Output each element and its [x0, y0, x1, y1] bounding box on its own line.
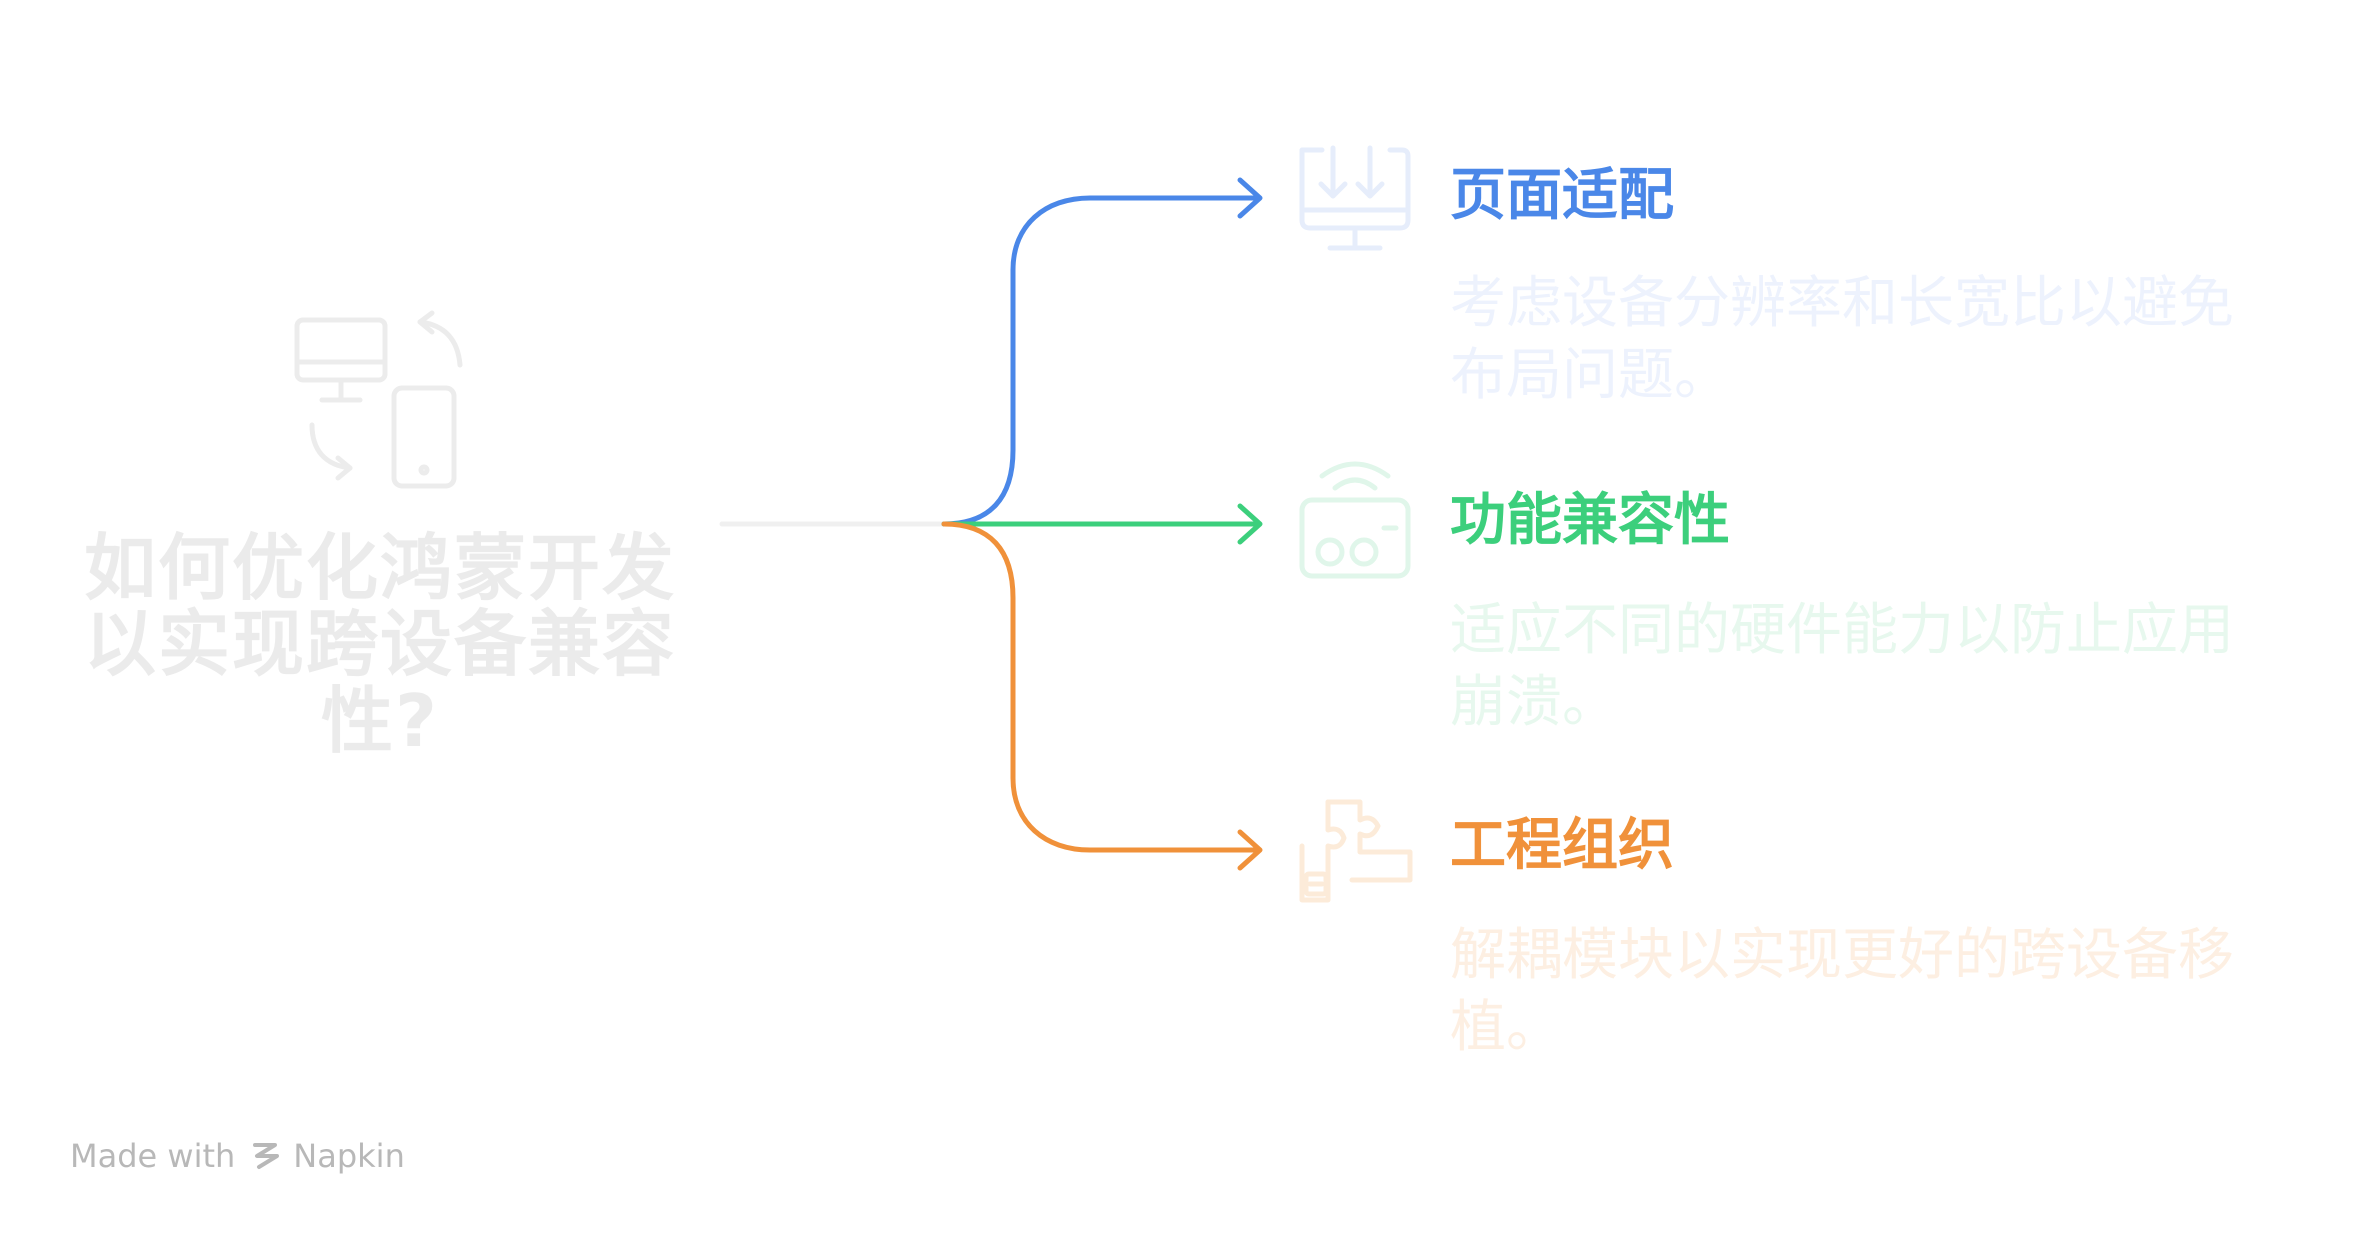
napkin-logo-icon — [253, 1143, 280, 1169]
made-with-label: Made with — [70, 1137, 236, 1175]
branch-desc-page-adaptation: 考虑设备分辨率和长宽比以避免 布局问题。 — [1450, 268, 2310, 411]
brand-name: Napkin — [293, 1137, 405, 1175]
branch-connector-1 — [941, 195, 1261, 527]
branch-title-feature-compatibility: 功能兼容性 — [1450, 488, 1730, 553]
footer-watermark: Made with Napkin — [70, 1137, 405, 1175]
arrowhead-2 — [1237, 503, 1263, 545]
center-title-line: 如何优化鸿蒙开发 — [83, 526, 676, 610]
center-title-line: 性? — [321, 678, 439, 763]
branch-desc-project-organization: 解耦模块以实现更好的跨设备移 植。 — [1450, 920, 2310, 1063]
center-title-line: 以实现跨设备兼容 — [83, 602, 676, 687]
devices-sync-icon — [294, 310, 463, 489]
branch-connector-3 — [941, 521, 1261, 853]
branch-desc-line: 解耦模块以实现更好的跨设备移 — [1450, 923, 2234, 988]
branch-desc-line: 布局问题。 — [1450, 342, 1730, 408]
device-hardware-icon — [1299, 461, 1411, 579]
puzzle-modules-icon — [1299, 799, 1413, 903]
monitor-download-icon — [1299, 145, 1411, 251]
branch-desc-line: 考虑设备分辨率和长宽比以避免 — [1450, 271, 2234, 336]
branch-title-project-organization: 工程组织 — [1450, 813, 1674, 878]
center-title: 如何优化鸿蒙开发 以实现跨设备兼容 性? — [50, 530, 710, 759]
branch-desc-line: 植。 — [1450, 994, 1562, 1060]
arrowhead-3 — [1237, 829, 1263, 871]
arrowhead-1 — [1237, 177, 1263, 219]
branch-desc-feature-compatibility: 适应不同的硬件能力以防止应用 崩溃。 — [1450, 595, 2310, 738]
branch-title-page-adaptation: 页面适配 — [1450, 163, 1674, 228]
branch-desc-line: 适应不同的硬件能力以防止应用 — [1450, 598, 2234, 663]
branch-desc-line: 崩溃。 — [1450, 669, 1618, 735]
